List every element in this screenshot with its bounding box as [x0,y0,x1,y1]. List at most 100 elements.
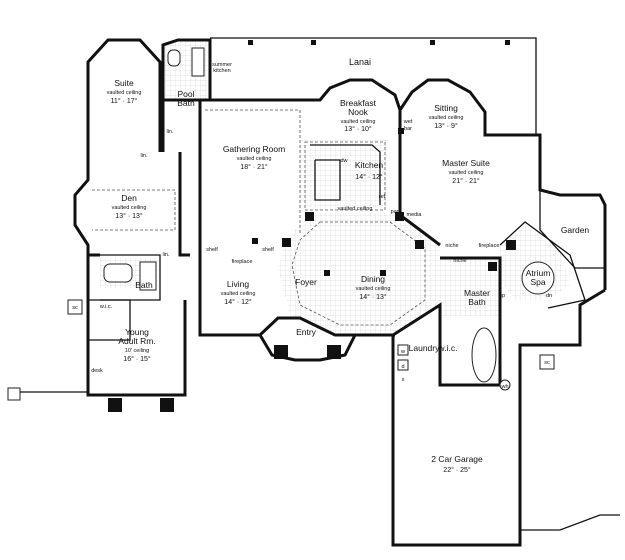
den-dims: 13° · 13° [115,212,143,220]
laundry-washer [397,344,409,356]
dining-dims: 14° · 13° [359,293,387,301]
kitchen-vaulted: vaulted ceiling [338,206,373,212]
sc-box-left [67,299,83,315]
pool-bath-sink [191,47,205,77]
suite-dims: 11° · 17° [111,97,138,105]
column [160,398,174,412]
summer-kitchen-line1: summer [212,62,232,68]
living-note: vaulted ceiling [221,291,256,297]
column [327,345,341,359]
pool-bath-toilet [167,49,181,67]
column [311,40,316,45]
master-bath-line2: Bath [468,297,486,307]
bath-name: Bath [135,280,153,290]
column [108,398,122,412]
laundry-walls [392,302,500,387]
wet-bar-line2: bar [404,126,412,132]
garden-line [539,190,605,269]
atrium-spa-tub [521,261,555,295]
lin-mid: lin. [140,153,148,159]
niche-right: niche [453,258,466,264]
w-label: w [400,349,405,355]
up-label: up [499,293,505,299]
kitchen-ref: ref [379,194,386,200]
sitting-name: Sitting [434,103,458,113]
breakfast-note: vaulted ceiling [341,119,376,125]
wet-bar-line1: wet [403,119,413,125]
kitchen-dims: 14° · 12° [355,173,383,181]
column [248,40,253,45]
column [395,212,404,221]
sc-right: sc [544,360,550,366]
fireplace-living: fireplace [232,259,253,265]
summer-kitchen-line2: kitchen [213,68,230,74]
young-adult-line1: Young [125,327,149,337]
living-dims: 14° · 12° [224,298,252,306]
sc-box-right [539,354,555,370]
kitchen-island [314,159,341,201]
breakfast-dims: 13° · 10° [344,125,372,133]
shelf-left: shelf [206,247,218,253]
desk-label: desk [91,368,103,374]
fence-right [520,514,620,531]
master-bath-line1: Master [464,288,490,298]
dining-soffit [291,221,426,326]
young-adult-note: 10' ceiling [125,348,149,354]
water-heater [499,379,511,391]
column [506,240,516,250]
column [488,262,497,271]
sitting-walls [398,78,607,290]
column [274,345,288,359]
suite-walls [86,38,162,152]
gathering-west [198,100,395,337]
dining-note: vaulted ceiling [356,286,391,292]
column [505,40,510,45]
shelf-right: shelf [262,247,274,253]
young-adult-line2: Adult Rm. [118,336,155,346]
d-label: d [401,364,404,370]
foyer-name: Foyer [295,277,317,287]
column [252,238,258,244]
column [415,240,424,249]
sc-left: sc [72,305,78,311]
breakfast-line2: Nook [348,107,369,117]
master-tub [471,327,497,383]
atrium-line2: Spa [530,277,545,287]
young-adult-dims: 16° · 15° [123,355,151,363]
column [305,212,314,221]
laundry-name: Laundry [409,343,440,353]
master-suite-note: vaulted ceiling [449,170,484,176]
garage-dims: 22° · 25° [443,466,471,474]
kitchen-counter [310,144,381,205]
gathering-note: vaulted ceiling [237,156,272,162]
entry-name: Entry [296,327,317,337]
garage-name: 2 Car Garage [431,454,483,464]
master-bath-wall [440,256,502,385]
pool-bath-line1: Pool [177,89,194,99]
lanai-label: Lanai [349,57,371,67]
kitchen-soffit [304,141,386,211]
wic-right: w.i.c. [438,343,458,353]
bath-sink [139,261,157,291]
dining-name: Dining [361,274,385,284]
west-den-walls [73,152,100,257]
media-label: media [407,212,423,218]
niche-left: niche [445,243,458,249]
pool-bath-line2: Bath [177,98,195,108]
wic-left: w.i.c. [99,304,113,310]
garage-walls [391,335,522,547]
suite-note: vaulted ceiling [107,90,142,96]
lanai-outline [210,37,537,135]
fireplace-master: fireplace [479,243,500,249]
kitchen-dw: dw [340,158,347,164]
column [324,270,330,276]
gathering-dims: 18° · 21° [240,163,268,171]
east-lower-wall [518,288,606,385]
garden-name: Garden [561,225,590,235]
wh-label: wh [500,384,508,390]
sitting-dims: 13° · 9° [434,122,458,130]
pool-bath-walls [161,38,212,152]
laundry-dryer [397,359,409,371]
lin-lower: lin. [162,252,170,258]
